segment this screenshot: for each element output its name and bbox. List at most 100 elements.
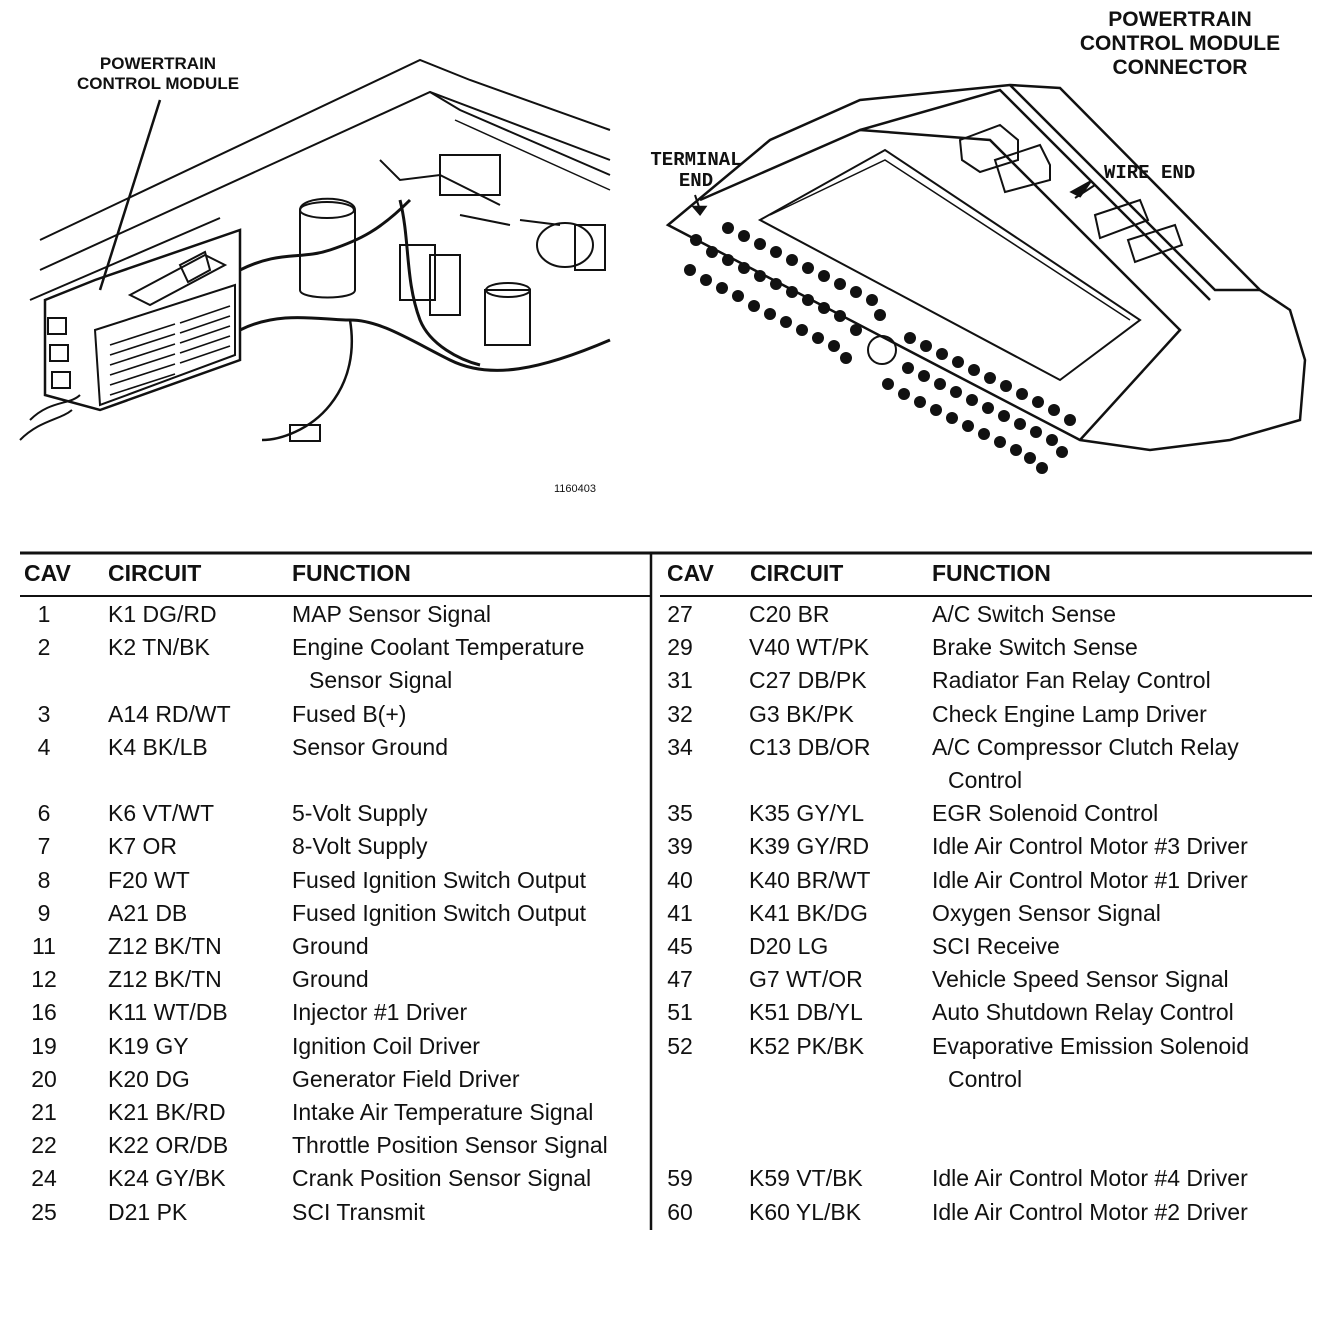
function-cell-continued: Control (948, 767, 1023, 793)
cav-cell: 45 (667, 933, 693, 959)
cav-cell: 60 (667, 1198, 693, 1225)
wire-end-label: WIRE END (1104, 162, 1196, 184)
cav-cell: 25 (31, 1198, 57, 1225)
cav-cell: 22 (31, 1132, 57, 1159)
pcm-connector-callout: POWERTRAIN CONTROL MODULE CONNECTOR (1079, 8, 1281, 80)
cav-cell: 12 (31, 966, 57, 993)
function-cell: Fused Ignition Switch Output (292, 899, 587, 926)
cav-cell: 40 (667, 866, 693, 893)
function-cell: Injector #1 Driver (292, 999, 468, 1026)
circuit-cell: D20 LG (749, 933, 829, 959)
function-cell: Fused B(+) (292, 700, 407, 727)
cav-cell: 6 (37, 800, 51, 827)
pcm-connector-illustration (665, 83, 1307, 474)
function-cell: A/C Compressor Clutch Relay (932, 733, 1239, 760)
circuit-cell: A14 RD/WT (108, 700, 231, 727)
function-cell: Oxygen Sensor Signal (932, 899, 1161, 926)
circuit-cell: K19 GY (108, 1032, 189, 1059)
cav-cell: 51 (667, 999, 693, 1026)
function-cell: Ground (292, 933, 369, 959)
circuit-cell: C20 BR (749, 601, 830, 627)
cav-cell: 3 (37, 700, 51, 727)
cav-cell: 32 (667, 700, 693, 727)
circuit-cell: K6 VT/WT (108, 800, 215, 827)
connector-pin-cavities (684, 222, 1076, 474)
cav-cell: 19 (31, 1032, 57, 1059)
function-cell: A/C Switch Sense (932, 601, 1117, 627)
circuit-cell: Z12 BK/TN (108, 966, 222, 993)
circuit-cell: K1 DG/RD (108, 601, 217, 627)
cav-cell: 16 (31, 999, 57, 1026)
cav-cell: 52 (667, 1032, 693, 1059)
figure-id: 1160403 (554, 483, 597, 495)
circuit-cell: K39 GY/RD (749, 833, 870, 860)
cav-cell: 39 (667, 833, 693, 860)
circuit-cell: A21 DB (108, 899, 188, 926)
cav-cell: 8 (37, 866, 51, 893)
circuit-cell: K20 DG (108, 1065, 190, 1092)
circuit-cell: K59 VT/BK (749, 1165, 863, 1192)
cav-cell: 7 (37, 833, 51, 860)
cav-cell: 34 (667, 733, 693, 760)
cav-cell: 24 (31, 1165, 57, 1192)
function-cell: Ignition Coil Driver (292, 1032, 480, 1059)
function-cell: Evaporative Emission Solenoid (932, 1032, 1250, 1059)
circuit-cell: K11 WT/DB (108, 999, 228, 1026)
circuit-cell: F20 WT (108, 866, 190, 893)
function-cell: EGR Solenoid Control (932, 800, 1159, 827)
cav-cell: 4 (37, 733, 51, 760)
circuit-cell: K21 BK/RD (108, 1099, 226, 1125)
function-cell: Fused Ignition Switch Output (292, 866, 587, 893)
circuit-cell: C13 DB/OR (749, 733, 871, 760)
function-cell: Crank Position Sensor Signal (292, 1165, 592, 1192)
header-function-right: FUNCTION (932, 560, 1051, 586)
cav-cell: 35 (667, 800, 693, 827)
function-cell: Radiator Fan Relay Control (932, 667, 1211, 694)
function-cell: Engine Coolant Temperature (292, 634, 585, 661)
cav-cell: 27 (667, 601, 693, 627)
cav-cell: 59 (667, 1165, 693, 1192)
circuit-cell: V40 WT/PK (749, 634, 870, 661)
engine-bay-illustration (19, 58, 611, 442)
function-cell: Sensor Ground (292, 733, 448, 760)
circuit-cell: K7 OR (108, 833, 178, 860)
pcm-callout: POWERTRAIN CONTROL MODULE (76, 54, 240, 93)
circuit-cell: K35 GY/YL (749, 800, 865, 827)
function-cell: Idle Air Control Motor #4 Driver (932, 1165, 1248, 1192)
function-cell: 5-Volt Supply (292, 800, 428, 827)
function-cell-continued: Control (948, 1065, 1023, 1092)
function-cell: Vehicle Speed Sensor Signal (932, 966, 1229, 993)
function-cell: MAP Sensor Signal (292, 601, 492, 627)
cav-cell: 41 (667, 899, 693, 926)
circuit-cell: K52 PK/BK (749, 1032, 865, 1059)
function-cell: 8-Volt Supply (292, 833, 428, 860)
circuit-cell: K2 TN/BK (108, 634, 210, 661)
circuit-cell: K24 GY/BK (108, 1165, 226, 1192)
circuit-cell: C27 DB/PK (749, 667, 867, 694)
circuit-cell: D21 PK (108, 1198, 188, 1225)
cav-cell: 47 (667, 966, 693, 993)
function-cell: Check Engine Lamp Driver (932, 700, 1207, 727)
function-cell: Intake Air Temperature Signal (292, 1099, 594, 1125)
cav-cell: 29 (667, 634, 693, 661)
function-cell: Idle Air Control Motor #2 Driver (932, 1198, 1248, 1225)
header-function-left: FUNCTION (292, 560, 411, 586)
cav-cell: 11 (32, 933, 56, 959)
function-cell: Throttle Position Sensor Signal (292, 1132, 608, 1159)
circuit-cell: G3 BK/PK (749, 700, 854, 727)
function-cell: Brake Switch Sense (932, 634, 1138, 661)
cav-cell: 31 (667, 667, 693, 694)
function-cell: SCI Transmit (292, 1198, 425, 1225)
function-cell-continued: Sensor Signal (309, 667, 453, 694)
function-cell: Auto Shutdown Relay Control (932, 999, 1234, 1026)
circuit-cell: K51 DB/YL (749, 999, 863, 1026)
circuit-cell: K22 OR/DB (108, 1132, 229, 1159)
circuit-cell: G7 WT/OR (749, 966, 863, 993)
cav-cell: 2 (37, 634, 51, 661)
circuit-cell: K4 BK/LB (108, 733, 208, 760)
circuit-cell: K41 BK/DG (749, 899, 868, 926)
header-circuit-left: CIRCUIT (108, 560, 202, 586)
cav-cell: 9 (37, 899, 51, 926)
function-cell: Ground (292, 966, 369, 993)
